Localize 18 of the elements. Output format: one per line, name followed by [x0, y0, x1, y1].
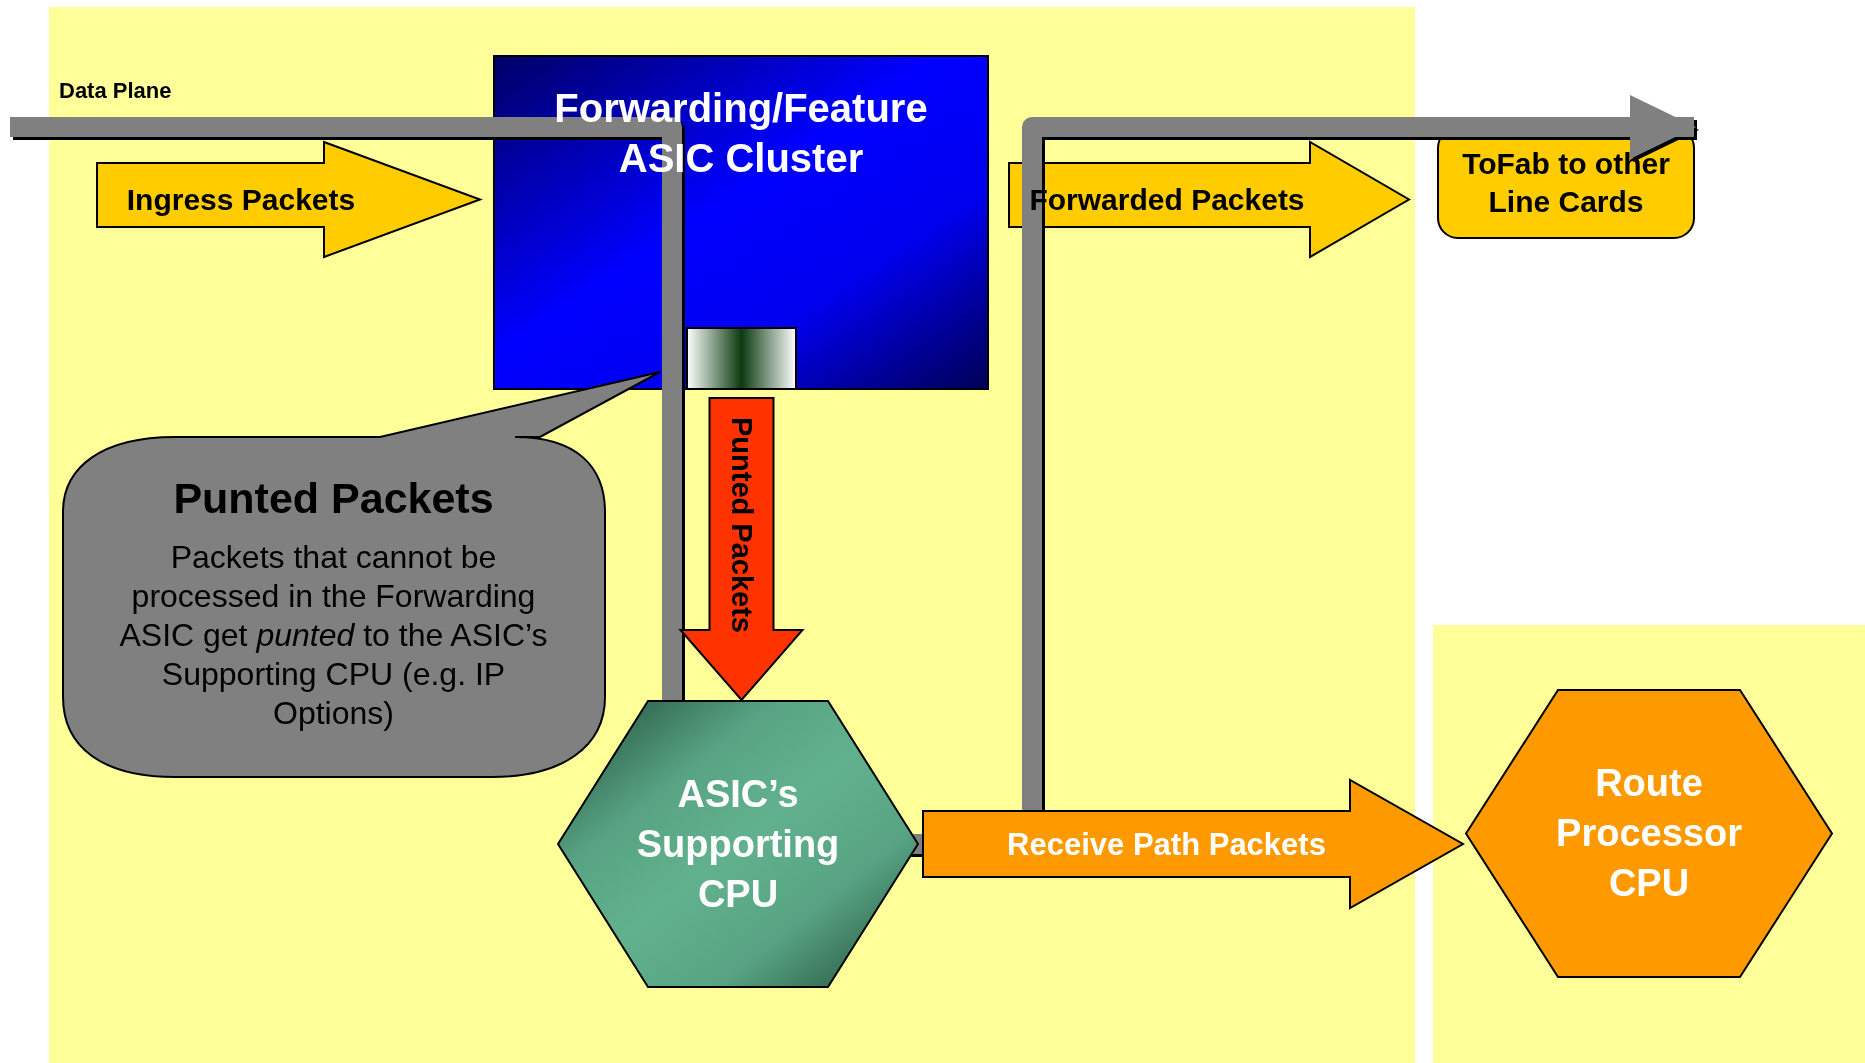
edge-label: Data Plane	[59, 80, 172, 102]
callout-heading: Punted Packets	[173, 472, 494, 524]
edge-label: Receive Path Packets	[1007, 828, 1326, 860]
node-label: ASIC’s Supporting CPU	[635, 772, 841, 917]
cpu-hexagon	[557, 700, 919, 988]
node-label: Route Processor CPU	[1555, 761, 1743, 906]
cpu-hexagon	[1465, 689, 1833, 978]
asic-cluster-box	[493, 55, 989, 390]
block-arrow	[1008, 141, 1410, 258]
block-arrow	[678, 397, 805, 702]
edge-label: Punted Packets	[727, 416, 756, 633]
callout-bubble	[62, 372, 660, 777]
port-box	[686, 327, 797, 390]
node-label: ToFab to other Line Cards	[1461, 146, 1671, 220]
block-arrow	[96, 141, 481, 258]
node-label: Ingress Packets	[126, 181, 356, 218]
block-arrow	[922, 778, 1466, 910]
callout-text: Packets that cannot be processed in the Forwarding ASIC get punted to the ASIC’s Supporting CPU (e.g. IP Options)	[118, 537, 549, 733]
